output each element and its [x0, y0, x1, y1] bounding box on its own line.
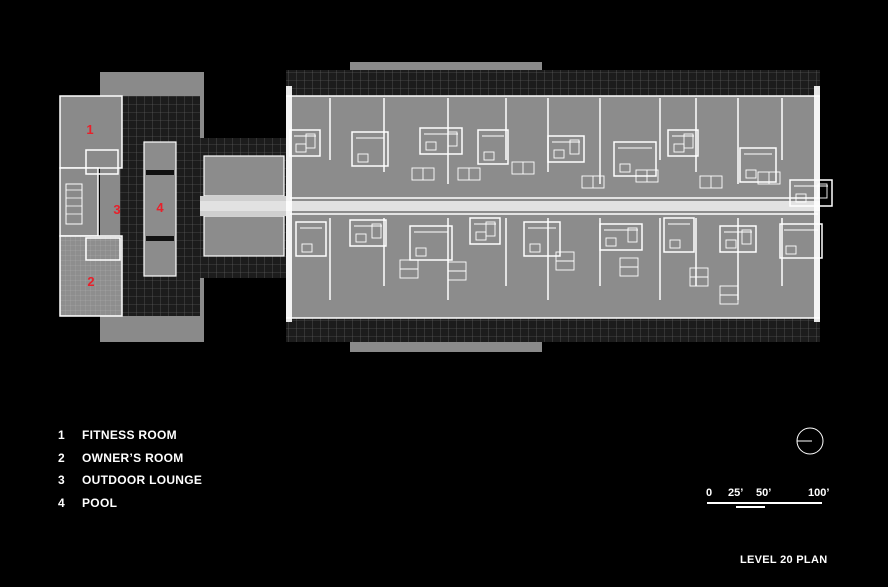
- legend-item: 4 POOL: [58, 492, 202, 515]
- room-tags: 1 2 3 4: [86, 122, 164, 289]
- legend-label: FITNESS ROOM: [82, 428, 177, 443]
- scale-tick: 0: [706, 487, 713, 499]
- legend: 1 FITNESS ROOM 2 OWNER’S ROOM 3 OUTDOOR …: [58, 424, 202, 514]
- plan-title: LEVEL 20 PLAN: [740, 554, 828, 566]
- tower: [200, 62, 820, 352]
- legend-item: 2 OWNER’S ROOM: [58, 447, 202, 470]
- room-tag-fitness: 1: [86, 122, 93, 137]
- north-arrow-icon: [796, 427, 824, 455]
- scale-bar: 0 25’ 50’ 100’: [704, 487, 834, 511]
- legend-label: POOL: [82, 495, 118, 510]
- tower-fixtures: [294, 131, 828, 305]
- scale-tick: 50’: [756, 487, 772, 499]
- room-tag-owners: 2: [87, 274, 94, 289]
- tower-walls: [286, 95, 833, 319]
- legend-number: 2: [58, 450, 65, 465]
- scale-tick: 25’: [728, 487, 744, 499]
- room-tag-lounge: 3: [113, 202, 120, 217]
- amenity-wing: [59, 72, 204, 342]
- scale-tick: 100’: [808, 487, 830, 499]
- legend-number: 1: [58, 428, 65, 443]
- legend-number: 4: [58, 495, 65, 510]
- pool-basin: [143, 141, 177, 277]
- legend-label: OUTDOOR LOUNGE: [82, 473, 203, 488]
- scale-bar-graphic: [707, 502, 822, 508]
- legend-item: 1 FITNESS ROOM: [58, 424, 202, 447]
- legend-number: 3: [58, 473, 65, 488]
- room-tag-pool: 4: [156, 200, 164, 215]
- legend-label: OWNER’S ROOM: [82, 450, 184, 465]
- legend-item: 3 OUTDOOR LOUNGE: [58, 469, 202, 492]
